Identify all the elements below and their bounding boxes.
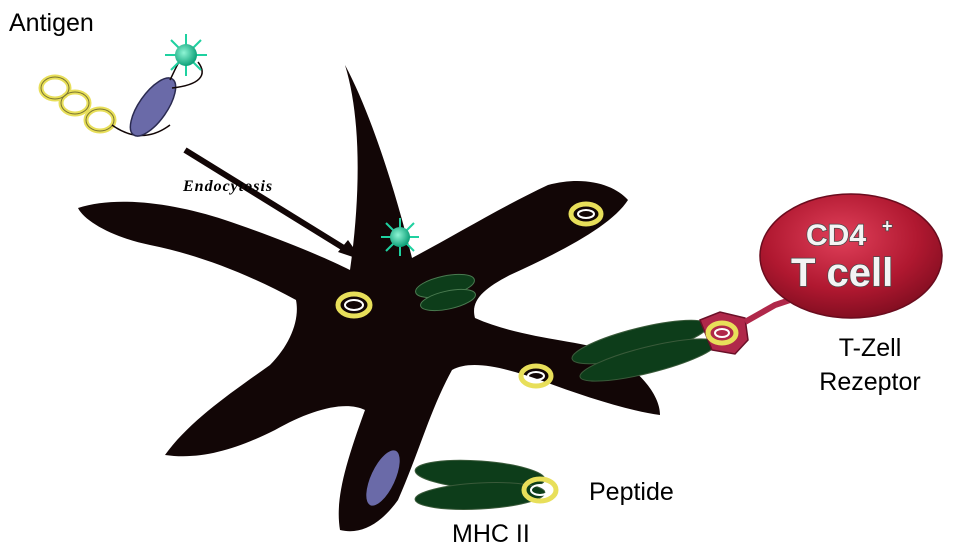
endocytosis-label: Endocytosis xyxy=(183,178,273,196)
t-cell-receptor-icon xyxy=(700,300,790,354)
antigen-particle-icon xyxy=(165,34,207,76)
free-antigen xyxy=(41,34,207,143)
mhc-ii-tcr-complex xyxy=(569,300,790,390)
tcell-label-line2: T cell xyxy=(791,251,893,295)
mhc-ii-label: MHC II xyxy=(452,520,530,548)
antigen-label: Antigen xyxy=(9,9,94,38)
receptor-label-line1: T-Zell xyxy=(800,334,940,363)
internalized-antigen-icon xyxy=(381,218,419,256)
tcell-label-superscript: + xyxy=(882,216,893,236)
peptide-label: Peptide xyxy=(589,478,674,507)
tcell-label-line1: CD4 xyxy=(806,219,866,252)
antibody-rings-icon xyxy=(41,77,114,131)
receptor-label-line2: Rezeptor xyxy=(795,368,945,397)
cd4-t-cell: CD4 + T cell xyxy=(760,194,942,318)
antibody-body-icon xyxy=(122,71,184,143)
mhc-ii-bottom xyxy=(414,456,556,512)
